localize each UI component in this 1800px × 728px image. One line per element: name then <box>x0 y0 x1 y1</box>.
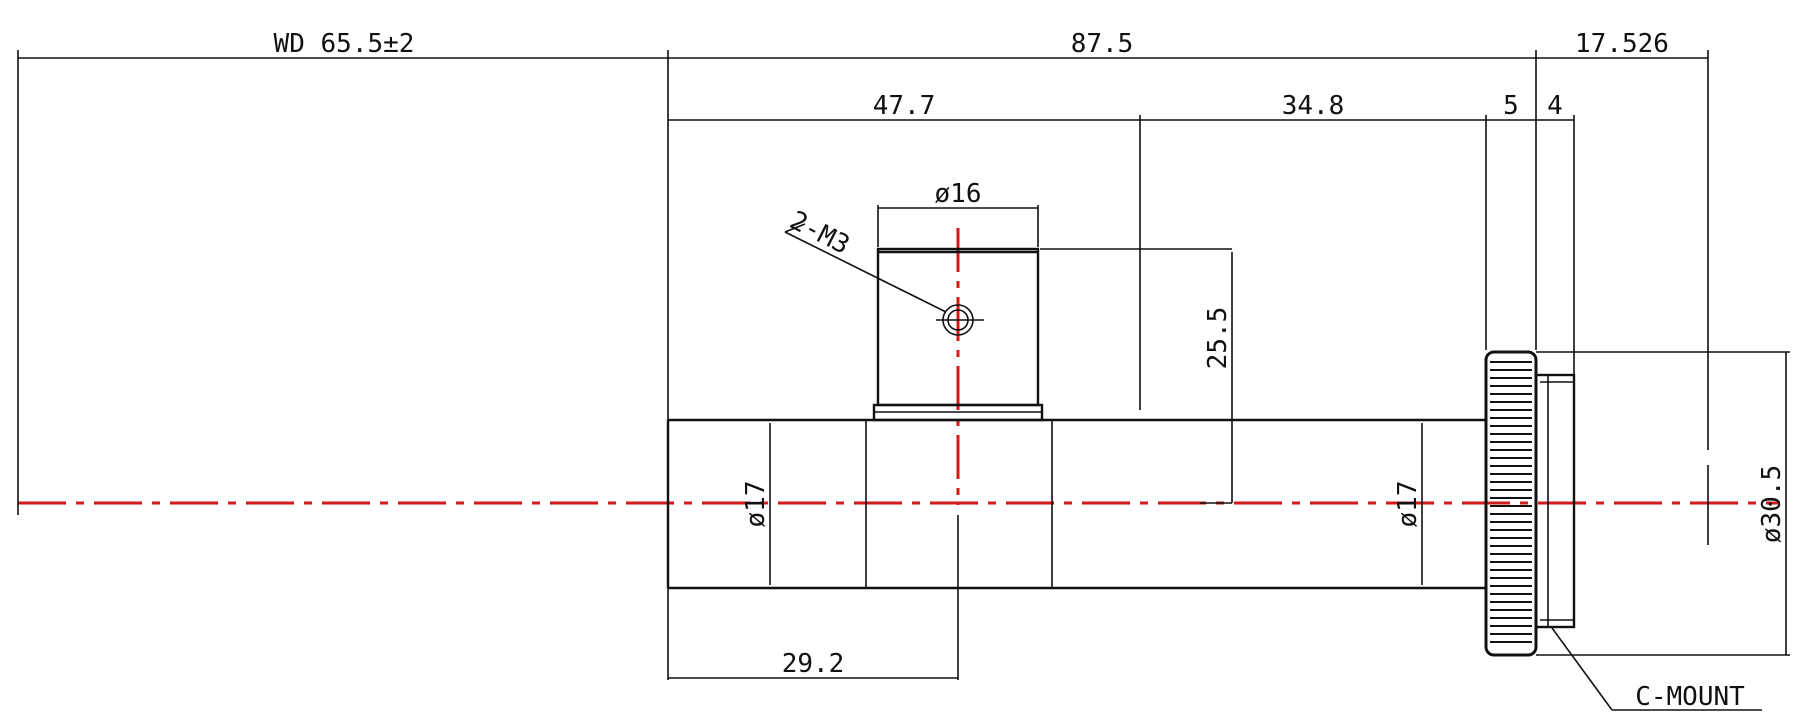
dim-port-position: 29.2 <box>782 649 845 679</box>
dim-working-distance: WD 65.5±2 <box>274 29 415 59</box>
dim-body-diameter-rear: ø17 <box>1393 481 1423 528</box>
screw-hole-m3 <box>784 223 984 336</box>
dimension-lines <box>18 57 1787 679</box>
dim-mount-width: 4 <box>1547 91 1563 121</box>
extension-lines <box>17 50 1790 680</box>
dim-overall-length: 87.5 <box>1071 29 1134 59</box>
dim-port-height: 25.5 <box>1203 307 1233 370</box>
lens-body <box>666 418 1486 590</box>
callout-c-mount: C-MOUNT <box>1635 682 1745 712</box>
dim-knurl-width: 5 <box>1503 91 1519 121</box>
dim-screw-callout: 2-M3 <box>785 206 854 261</box>
c-mount-thread <box>1534 373 1762 711</box>
dim-rear-section: 34.8 <box>1282 91 1345 121</box>
dim-mount-diameter: ø30.5 <box>1757 465 1787 543</box>
dim-front-section: 47.7 <box>873 91 936 121</box>
side-port <box>872 247 1044 422</box>
dim-rear-extension: 17.526 <box>1575 29 1669 59</box>
dim-port-diameter: ø16 <box>935 179 982 209</box>
dim-body-diameter-front: ø17 <box>741 481 771 528</box>
